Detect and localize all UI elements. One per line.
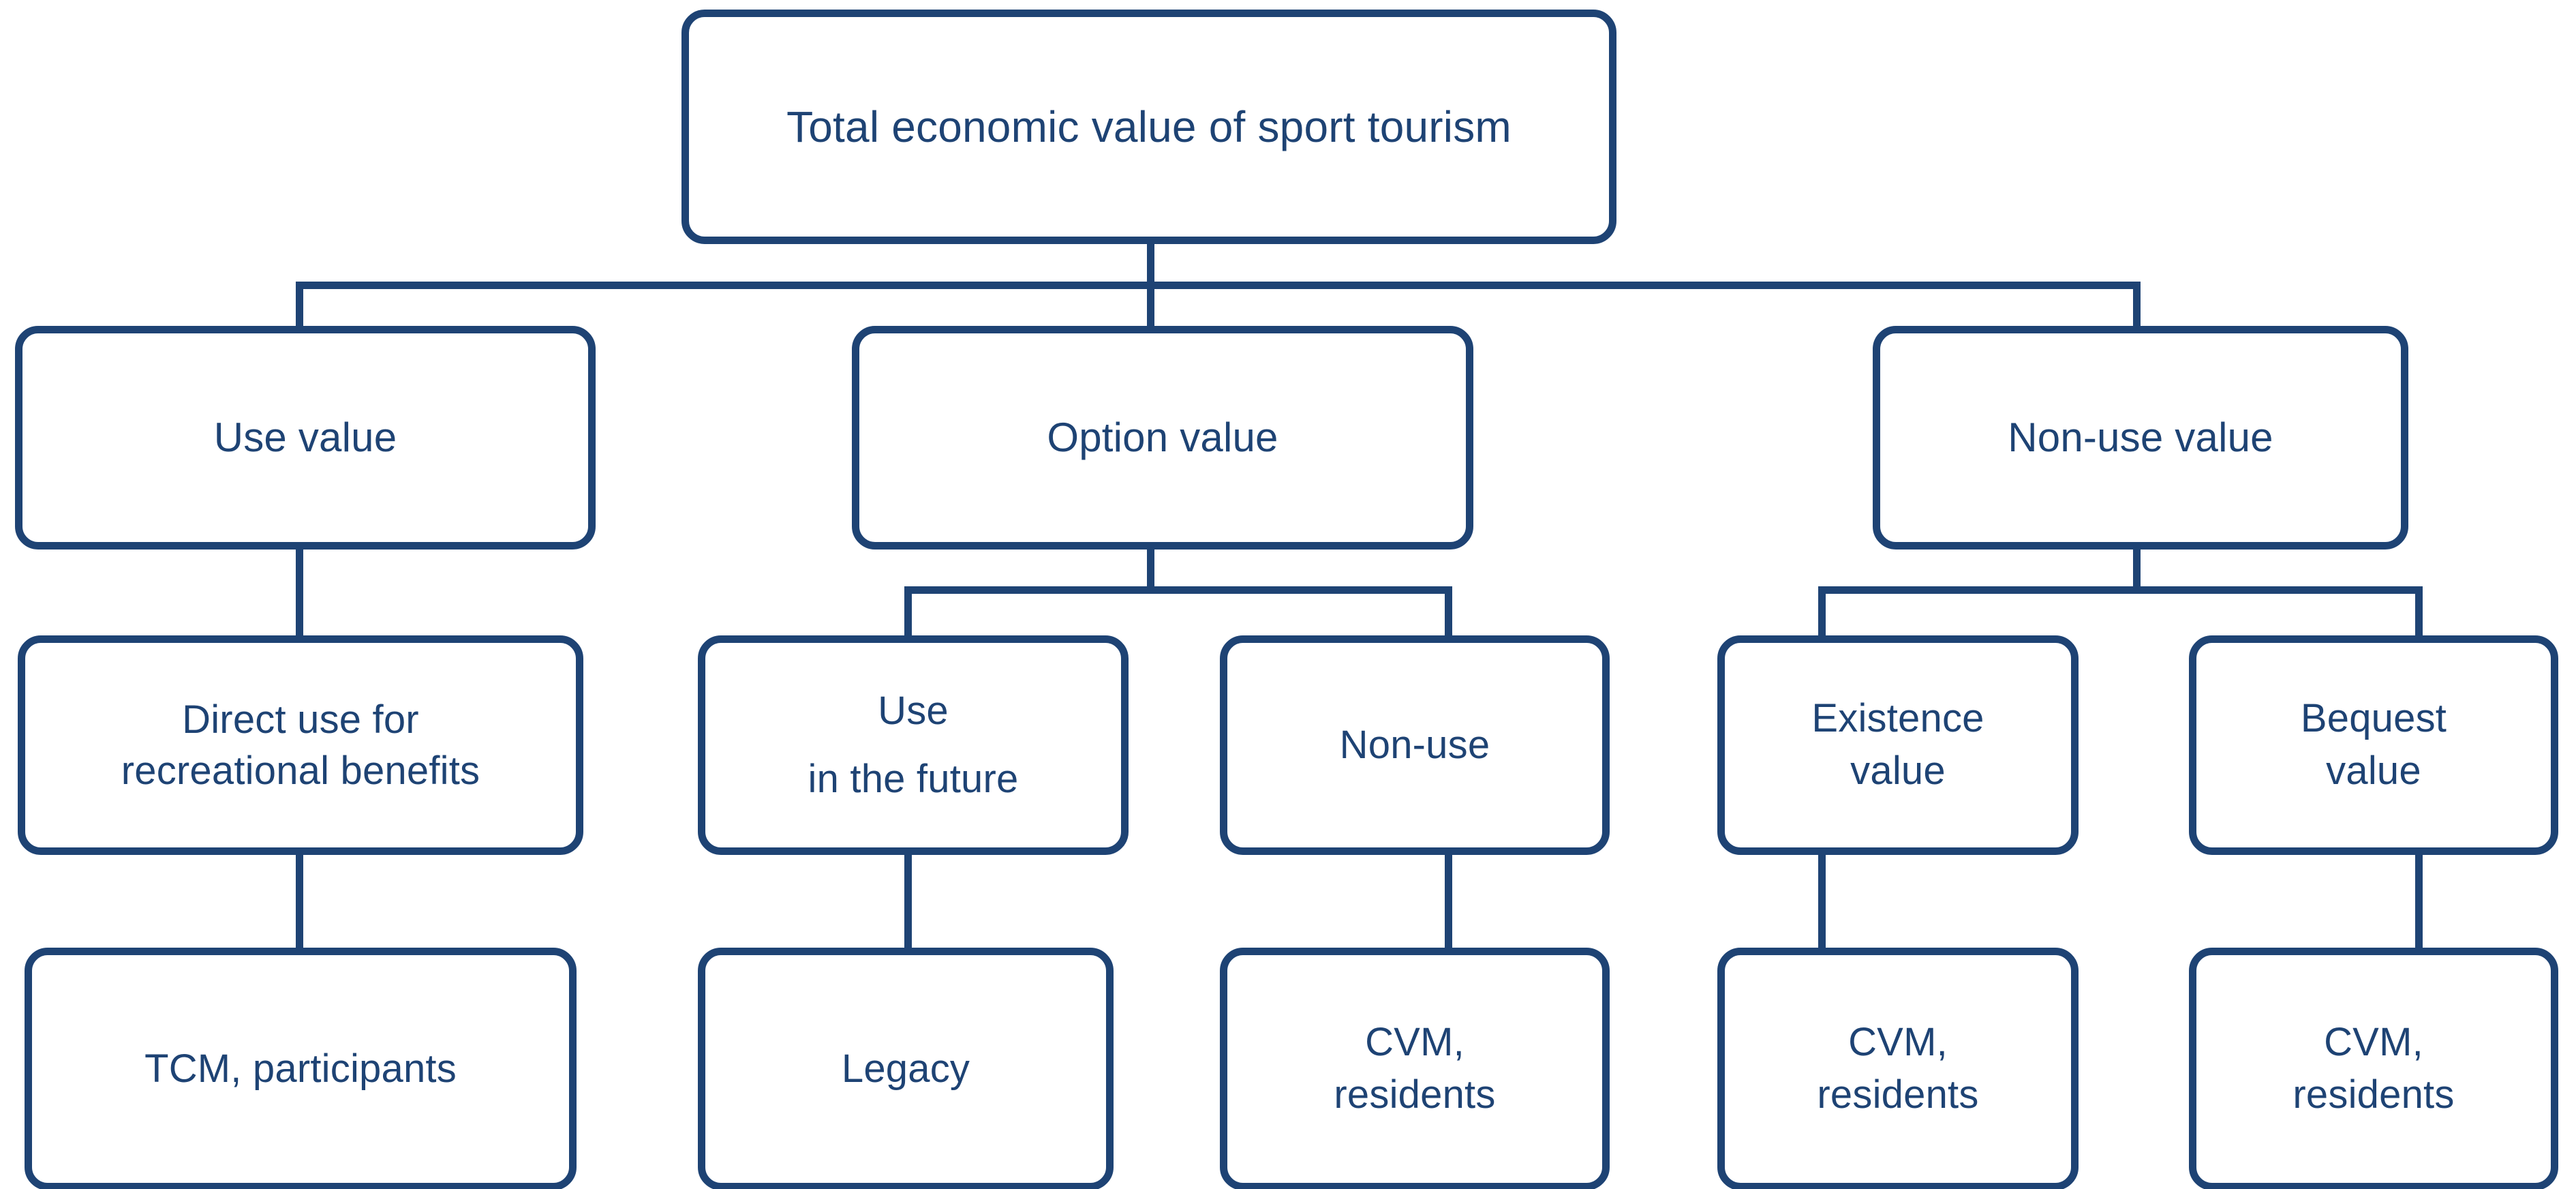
node-label-direct-use-recreational: Direct use for recreational benefits (121, 697, 480, 793)
connector-drop-use-value (296, 282, 303, 331)
connector-existence-to-cvm (1818, 854, 1826, 952)
node-label-non-use-value: Non-use value (2008, 415, 2273, 461)
connector-option-value-stem (1147, 544, 1154, 590)
node-cvm-residents-bequest[interactable]: CVM, residents (2189, 948, 2558, 1189)
node-cvm-residents-option[interactable]: CVM, residents (1220, 948, 1610, 1189)
node-legacy[interactable]: Legacy (698, 948, 1114, 1189)
node-label-bequest-value: Bequest value (2300, 696, 2447, 793)
connector-drop-non-use-value (2133, 282, 2141, 331)
node-total-economic-value[interactable]: Total economic value of sport tourism (681, 10, 1616, 244)
node-label-existence-value: Existence value (1811, 696, 1984, 793)
connector-root-stem (1147, 240, 1154, 289)
connector-bequest-to-cvm (2415, 854, 2423, 952)
node-label-tcm-participants: TCM, participants (144, 1046, 457, 1091)
connector-use-value-to-direct-use (296, 544, 303, 639)
node-direct-use-recreational[interactable]: Direct use for recreational benefits (18, 635, 583, 855)
node-label-cvm-residents-bequest: CVM, residents (2293, 1020, 2455, 1117)
connector-drop-existence-value (1818, 586, 1826, 639)
node-option-value[interactable]: Option value (852, 326, 1473, 550)
node-label-legacy: Legacy (841, 1046, 970, 1091)
node-label-non-use: Non-use (1339, 722, 1490, 767)
connector-drop-non-use (1445, 586, 1452, 639)
connector-non-use-to-cvm (1445, 854, 1452, 952)
connector-drop-use-in-future (904, 586, 912, 639)
node-label-cvm-residents-option: CVM, residents (1334, 1020, 1496, 1117)
connector-non-use-value-stem (2133, 544, 2141, 590)
connector-bus-non-use-children (1818, 586, 2423, 594)
connector-drop-option-value (1147, 282, 1154, 331)
node-cvm-residents-existence[interactable]: CVM, residents (1717, 948, 2079, 1189)
node-use-value[interactable]: Use value (15, 326, 596, 550)
node-non-use[interactable]: Non-use (1220, 635, 1610, 855)
node-label-option-value: Option value (1047, 415, 1278, 461)
node-label-cvm-residents-existence: CVM, residents (1817, 1020, 1979, 1117)
connector-bus-option-children (904, 586, 1452, 594)
node-label-total-economic-value: Total economic value of sport tourism (786, 102, 1512, 151)
node-bequest-value[interactable]: Bequest value (2189, 635, 2558, 855)
node-label-use-value: Use value (213, 415, 397, 461)
node-tcm-participants[interactable]: TCM, participants (25, 948, 577, 1189)
connector-direct-use-to-tcm (296, 854, 303, 952)
node-non-use-value[interactable]: Non-use value (1873, 326, 2408, 550)
node-existence-value[interactable]: Existence value (1717, 635, 2079, 855)
node-label-use-in-the-future: Use in the future (808, 689, 1019, 801)
connector-bus-level2 (296, 282, 2141, 289)
node-use-in-the-future[interactable]: Use in the future (698, 635, 1129, 855)
connector-drop-bequest-value (2415, 586, 2423, 639)
connector-use-in-future-to-legacy (904, 854, 912, 952)
